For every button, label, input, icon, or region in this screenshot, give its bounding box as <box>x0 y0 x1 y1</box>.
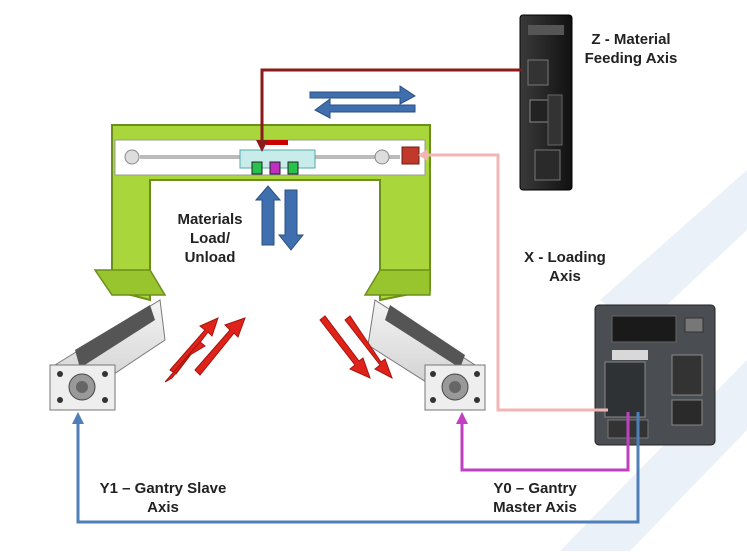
x-axis-motor <box>401 146 420 165</box>
y-direction-arrows <box>164 315 393 383</box>
y1-axis-label-line2: Axis <box>147 499 179 516</box>
y1-axis-wire <box>76 412 640 524</box>
x-axis-wire <box>425 153 608 412</box>
z-axis-label: Z - Material Feeding Axis <box>576 30 686 68</box>
y0-wire-arrowhead <box>456 412 468 424</box>
materials-label-line2: Load/ <box>190 230 230 247</box>
x-direction-arrows <box>309 85 416 119</box>
y0-axis-label-line1: Y0 – Gantry <box>493 480 577 497</box>
x-axis-label-line1: X - Loading <box>524 249 606 266</box>
materials-label-line3: Unload <box>184 249 236 266</box>
z-axis-label-line1: Z - Material <box>591 31 671 48</box>
z-servo-drive <box>519 14 573 191</box>
motion-controller <box>594 304 716 446</box>
x-axis-label: X - Loading Axis <box>515 248 615 286</box>
y1-wire-arrowhead <box>72 412 84 424</box>
y0-axis-label-line2: Master Axis <box>493 499 577 516</box>
x-wire-arrowhead <box>418 149 428 161</box>
linear-rail-right <box>367 299 486 411</box>
z-direction-arrows <box>254 185 305 251</box>
y1-axis-label-line1: Y1 – Gantry Slave <box>99 480 227 497</box>
materials-label: Materials Load/ Unload <box>160 210 260 267</box>
z-wire-arrowhead <box>256 140 268 152</box>
y0-axis-label: Y0 – Gantry Master Axis <box>480 479 590 517</box>
y1-axis-label: Y1 – Gantry Slave Axis <box>88 479 238 517</box>
z-axis-wire <box>260 68 522 148</box>
x-axis-label-line2: Axis <box>549 268 581 285</box>
linear-rail-left <box>49 299 166 411</box>
y0-axis-wire <box>460 412 630 472</box>
carriage <box>239 140 316 175</box>
materials-label-line1: Materials <box>177 211 243 228</box>
z-axis-label-line2: Feeding Axis <box>584 50 678 67</box>
